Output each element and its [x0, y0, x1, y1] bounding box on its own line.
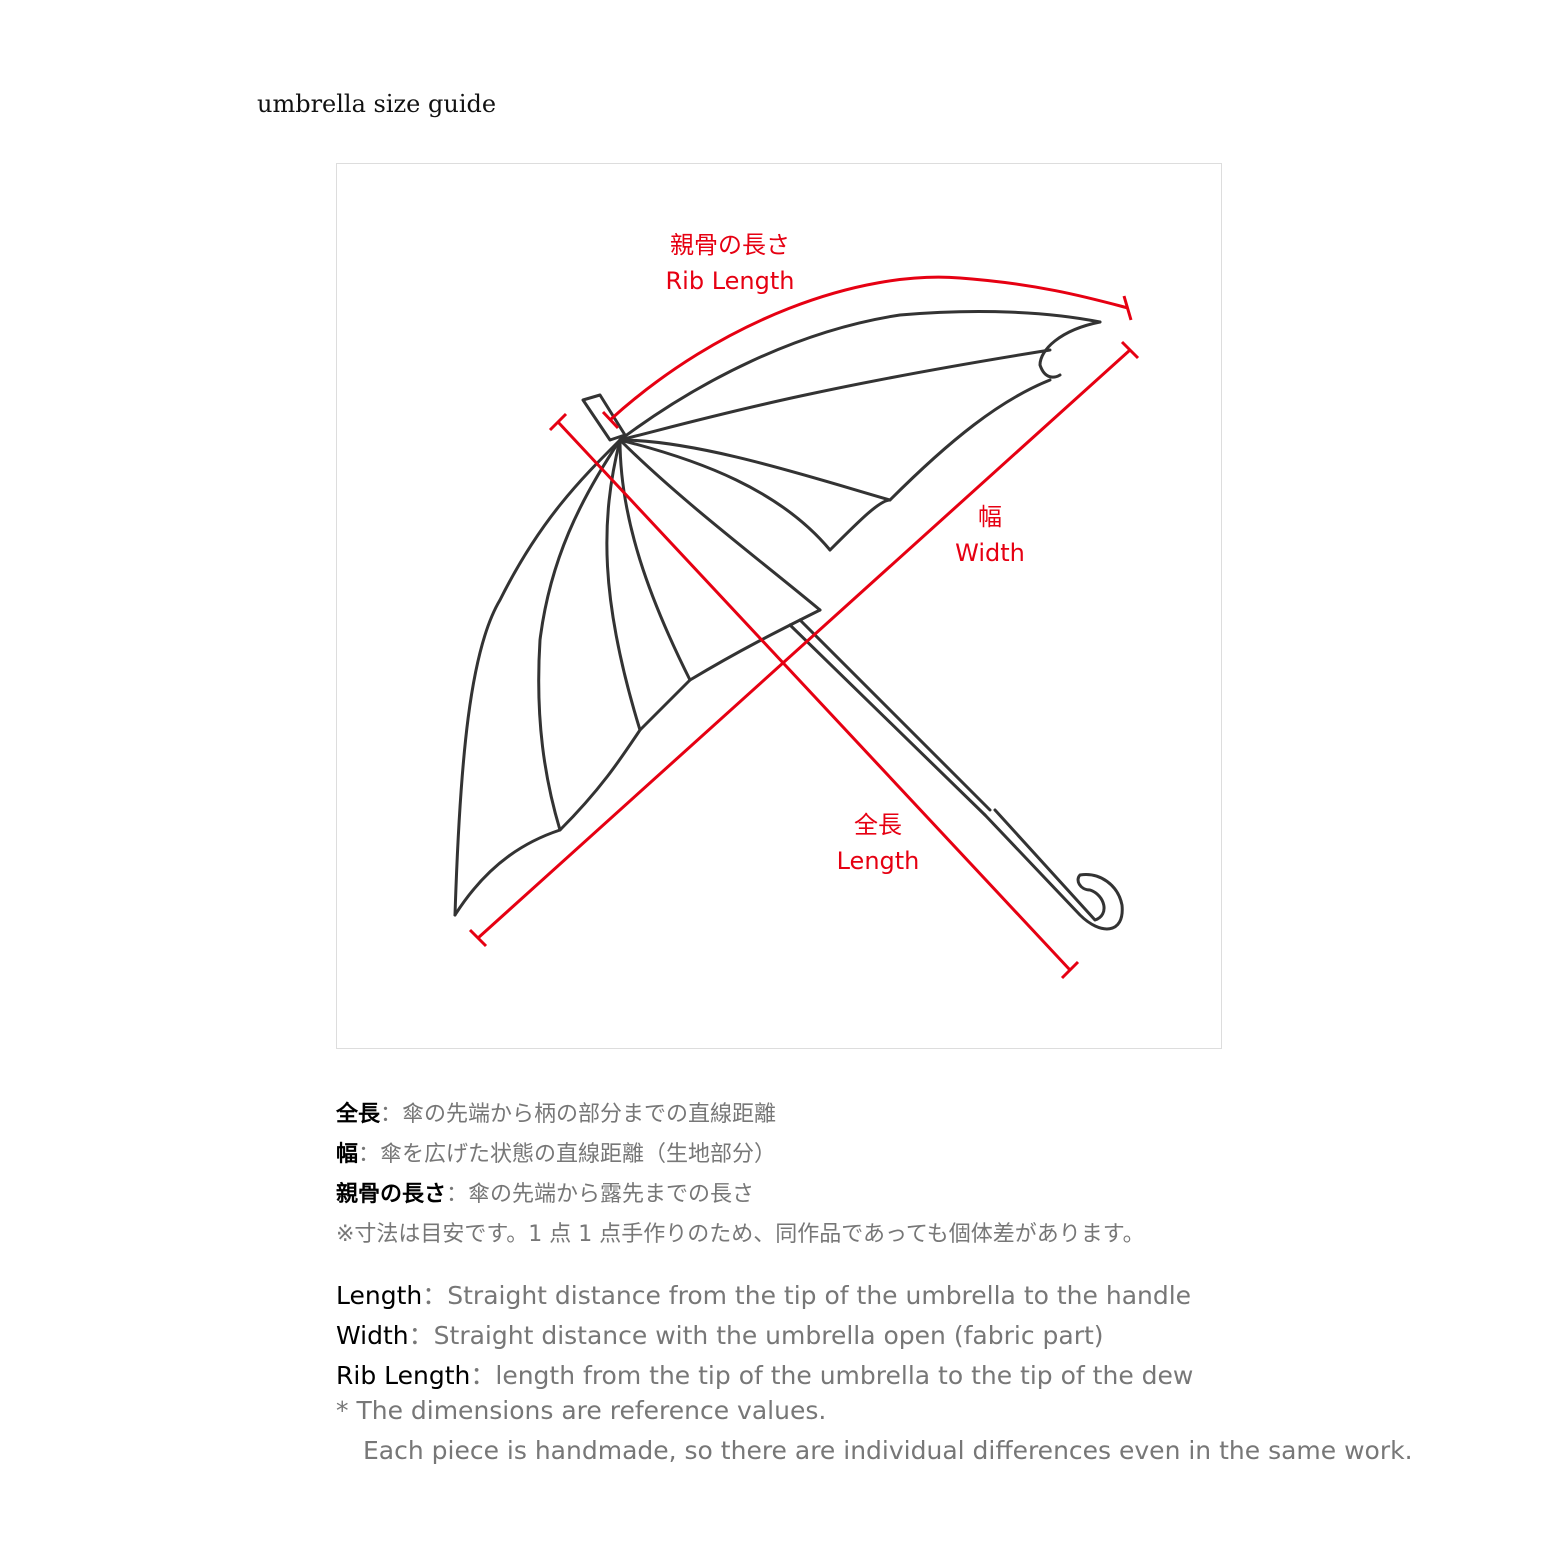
en-disclaimer-1: * The dimensions are reference values.: [336, 1396, 827, 1425]
length-label-jp: 全長: [854, 811, 902, 839]
diagram-frame: [336, 163, 1222, 1049]
measurement-lines: [468, 275, 1140, 980]
rib-start-tick: [601, 410, 620, 430]
jp-note-length: 全長：傘の先端から柄の部分までの直線距離: [336, 1102, 777, 1127]
en-disclaimer-2: Each piece is handmade, so there are ind…: [363, 1436, 1413, 1465]
jp-note-width: 幅：傘を広げた状態の直線距離（生地部分）: [336, 1142, 777, 1167]
en-note-width: Width：Straight distance with the umbrell…: [336, 1321, 1104, 1350]
rib-label-en: Rib Length: [665, 267, 795, 295]
width-label-en: Width: [955, 539, 1025, 567]
umbrella-sketch: [453, 309, 1124, 931]
rib-label-jp: 親骨の長さ: [670, 231, 790, 259]
length-line: [556, 420, 1072, 972]
width-line: [476, 348, 1132, 940]
width-label-jp: 幅: [978, 503, 1002, 531]
jp-disclaimer: ※寸法は目安です。1 点 1 点手作りのため、同作品であっても個体差があります。: [336, 1222, 1145, 1247]
rib-end-tick: [1122, 295, 1133, 321]
rib-length-arc: [608, 275, 1129, 422]
jp-note-rib: 親骨の長さ：傘の先端から露先までの長さ: [336, 1182, 755, 1207]
en-note-rib: Rib Length：length from the tip of the um…: [336, 1361, 1194, 1390]
length-label-en: Length: [836, 847, 920, 875]
en-note-length: Length：Straight distance from the tip of…: [336, 1281, 1192, 1310]
page-title: umbrella size guide: [257, 90, 497, 118]
